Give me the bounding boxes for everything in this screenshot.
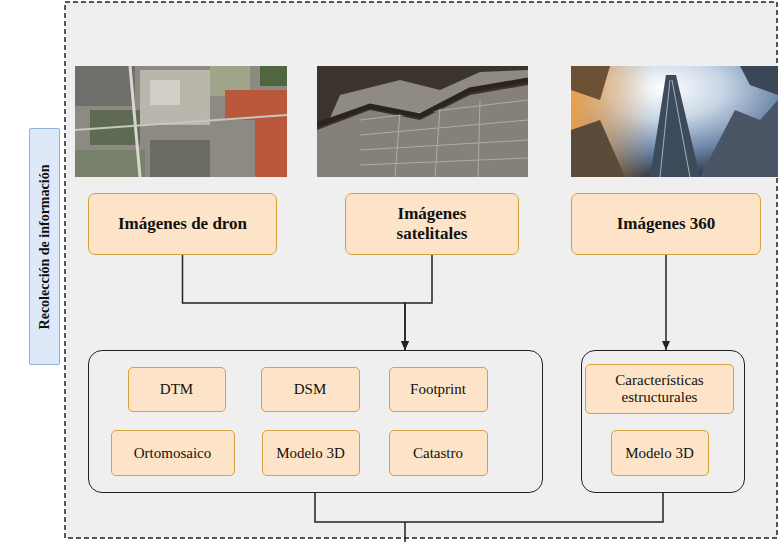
flow-arrow — [665, 255, 667, 350]
product-box: DSM — [261, 367, 360, 412]
box-text: Modelo 3D — [276, 444, 345, 462]
group-box: Características estructuralesModelo 3D — [581, 350, 745, 493]
box-text: Características estructurales — [592, 372, 727, 407]
product-box: Características estructurales — [585, 364, 734, 414]
box-text: Catastro — [413, 444, 463, 462]
source-box: Imágenes de dron — [88, 193, 277, 255]
product-box: Modelo 3D — [262, 430, 360, 476]
box-text: Imágenes de dron — [118, 214, 247, 234]
drone-photo — [75, 66, 287, 177]
product-box: Ortomosaico — [111, 430, 235, 476]
flow-arrow — [405, 255, 432, 350]
box-text: Ortomosaico — [134, 444, 211, 462]
box-text: DTM — [160, 380, 193, 398]
output-line — [315, 493, 663, 542]
product-box: Catastro — [389, 430, 488, 476]
box-text: DSM — [294, 380, 327, 398]
section-title: Recolección de información — [37, 164, 53, 329]
group-box: DTM DSM FootprintOrtomosaico Modelo 3D Catas… — [88, 350, 543, 493]
box-text: Imágenes satelitales — [378, 204, 486, 245]
panoramic-photo — [571, 66, 778, 177]
flow-arrow — [183, 255, 406, 350]
section-label: Recolección de información — [29, 128, 60, 365]
source-box: Imágenes 360 — [571, 193, 761, 255]
box-text: Footprint — [410, 380, 466, 398]
product-box: Modelo 3D — [611, 430, 709, 476]
box-text: Modelo 3D — [625, 444, 694, 462]
box-text: Imágenes 360 — [617, 214, 716, 234]
dashed-region — [65, 2, 777, 538]
satellite-photo — [317, 66, 528, 177]
product-box: DTM — [128, 367, 226, 412]
source-box: Imágenes satelitales — [345, 193, 519, 255]
product-box: Footprint — [389, 367, 488, 412]
